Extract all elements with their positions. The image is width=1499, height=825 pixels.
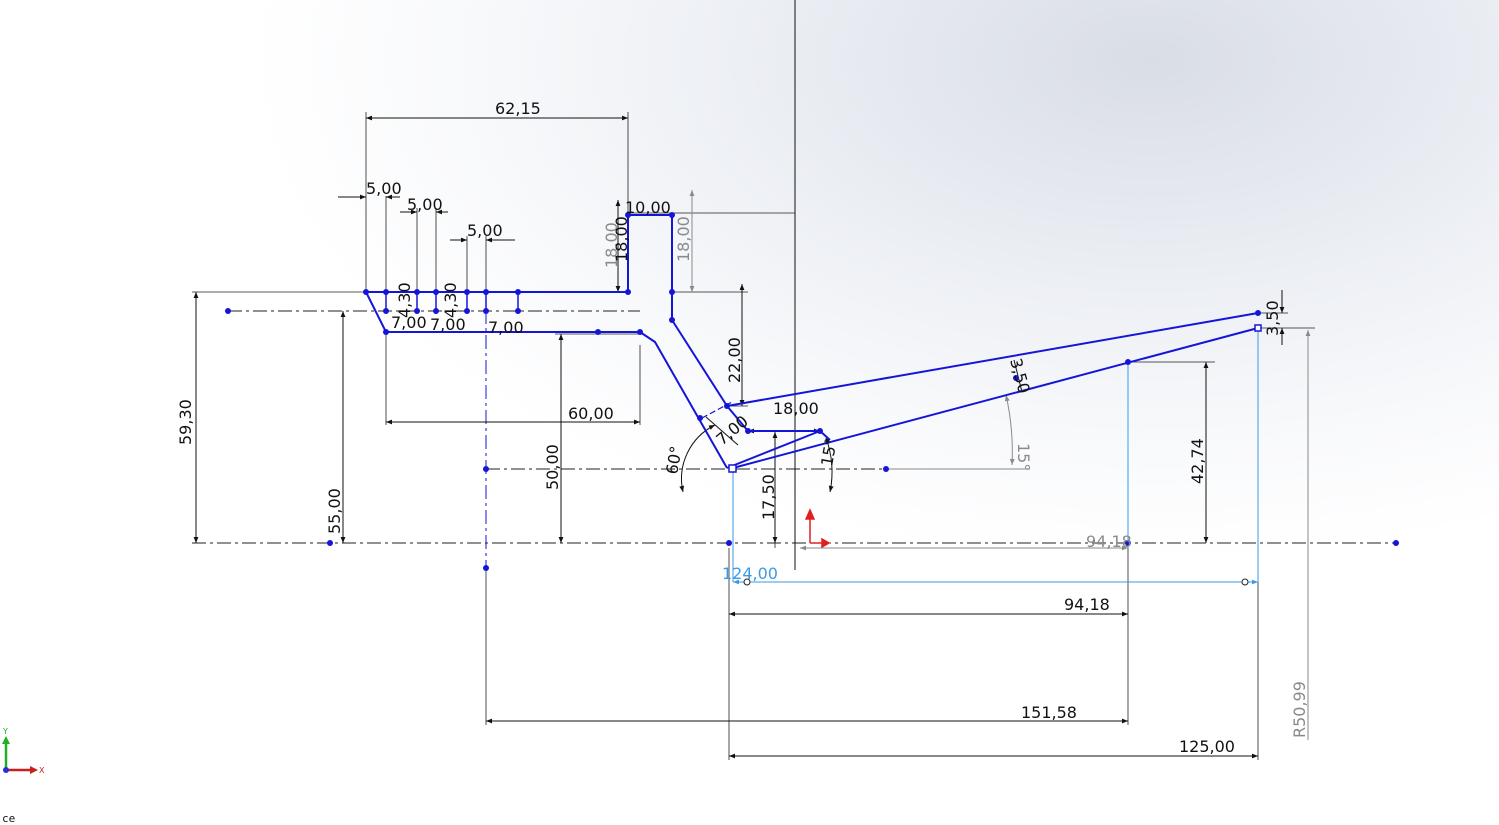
dim-50-00: 50,00 <box>543 444 562 490</box>
dim-22-00: 22,00 <box>725 337 744 383</box>
dim-7-00-d: 7,00 <box>712 412 752 449</box>
dim-94-18-grey: 94,18 <box>1086 532 1132 551</box>
dim-60-00: 60,00 <box>568 404 614 423</box>
dim-18-00-b: 18,00 <box>612 216 631 262</box>
dim-18-00-c: 18,00 <box>674 216 693 262</box>
dim-15-deg-b: 15° <box>1014 443 1033 471</box>
dim-3-50-a: 3,50 <box>1006 356 1034 395</box>
dim-7-00-a: 7,00 <box>391 313 427 332</box>
dim-5-00-c: 5,00 <box>467 221 503 240</box>
dim-3-50-b: 3,50 <box>1263 300 1282 336</box>
centerlines <box>192 310 1396 568</box>
dim-60-deg: 60° <box>662 444 686 475</box>
sketch-profile[interactable] <box>365 214 1259 469</box>
dim-42-74: 42,74 <box>1188 438 1207 484</box>
sketch-origin-icon <box>804 508 831 549</box>
dimension-lines <box>193 115 1285 759</box>
dim-94-18: 94,18 <box>1064 595 1110 614</box>
triad-x-label: X <box>39 766 45 775</box>
dim-r50-99: R50,99 <box>1290 681 1309 738</box>
dim-15-deg-a: 15° <box>817 436 841 467</box>
dim-18-00-h: 18,00 <box>773 399 819 418</box>
dim-18-00-a: 18,00 <box>602 222 621 268</box>
dim-59-30: 59,30 <box>176 399 195 445</box>
dim-7-00-c: 7,00 <box>488 318 524 337</box>
selected-dimension[interactable] <box>732 330 1259 585</box>
handle-point-right[interactable] <box>1241 578 1249 586</box>
dim-10-00: 10,00 <box>625 198 671 217</box>
reference-triad-icon: Y X <box>2 727 45 775</box>
sketch-points[interactable] <box>225 212 1399 571</box>
dim-17-50: 17,50 <box>759 474 778 520</box>
dim-124-00: 124,00 <box>722 564 778 583</box>
dim-5-00-a: 5,00 <box>366 179 402 198</box>
triad-y-label: Y <box>2 727 8 736</box>
extension-lines <box>192 112 1315 760</box>
endpoint-marker[interactable] <box>1254 324 1262 332</box>
dim-125-00: 125,00 <box>1179 737 1235 756</box>
dim-4-30-a: 4,30 <box>395 282 414 318</box>
dim-151-58: 151,58 <box>1021 703 1077 722</box>
dim-4-30-b: 4,30 <box>441 282 460 318</box>
status-text: ce <box>2 812 16 825</box>
dim-5-00-b: 5,00 <box>407 195 443 214</box>
handle-point-left[interactable] <box>743 578 751 586</box>
dim-62-15: 62,15 <box>495 99 541 118</box>
selected-point[interactable] <box>728 464 737 473</box>
dim-55-00: 55,00 <box>325 488 344 534</box>
dim-7-00-b: 7,00 <box>430 315 466 334</box>
driven-dimension-lines <box>689 190 1311 740</box>
